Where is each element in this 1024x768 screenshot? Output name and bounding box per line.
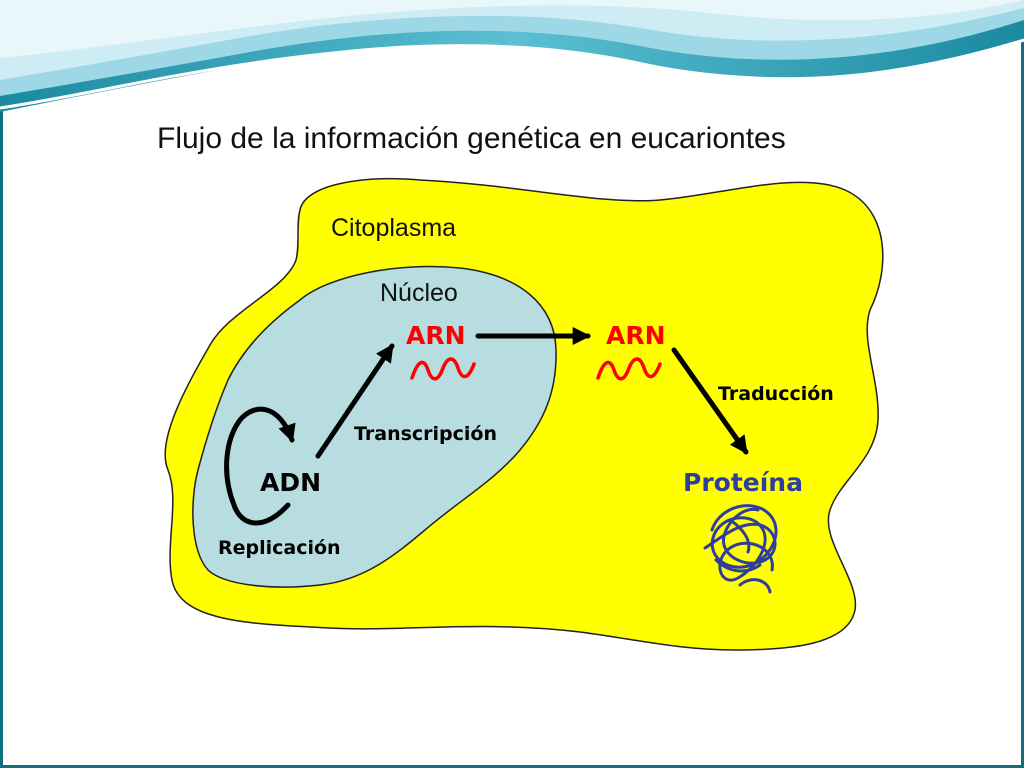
rna-nuclear-label: ARN bbox=[406, 321, 466, 350]
rna-cytoplasm-label: ARN bbox=[606, 321, 666, 350]
rna-strand-icon bbox=[596, 357, 662, 381]
transcription-arrow bbox=[315, 343, 395, 459]
replication-label: Replicación bbox=[218, 537, 341, 559]
nucleus-label: Núcleo bbox=[380, 279, 458, 307]
cytoplasm-label: Citoplasma bbox=[331, 214, 456, 242]
protein-coil-icon bbox=[703, 504, 778, 594]
protein-label: Proteína bbox=[683, 468, 803, 497]
transcription-label: Transcripción bbox=[354, 423, 497, 445]
replication-cycle-arrow bbox=[224, 406, 296, 526]
rna-strand-icon bbox=[410, 357, 476, 381]
header-wave-decoration bbox=[0, 0, 1024, 112]
diagram-title: Flujo de la información genética en euca… bbox=[157, 122, 786, 155]
translation-arrow bbox=[671, 347, 749, 455]
translation-label: Traducción bbox=[718, 383, 834, 405]
dna-label: ADN bbox=[260, 468, 321, 497]
